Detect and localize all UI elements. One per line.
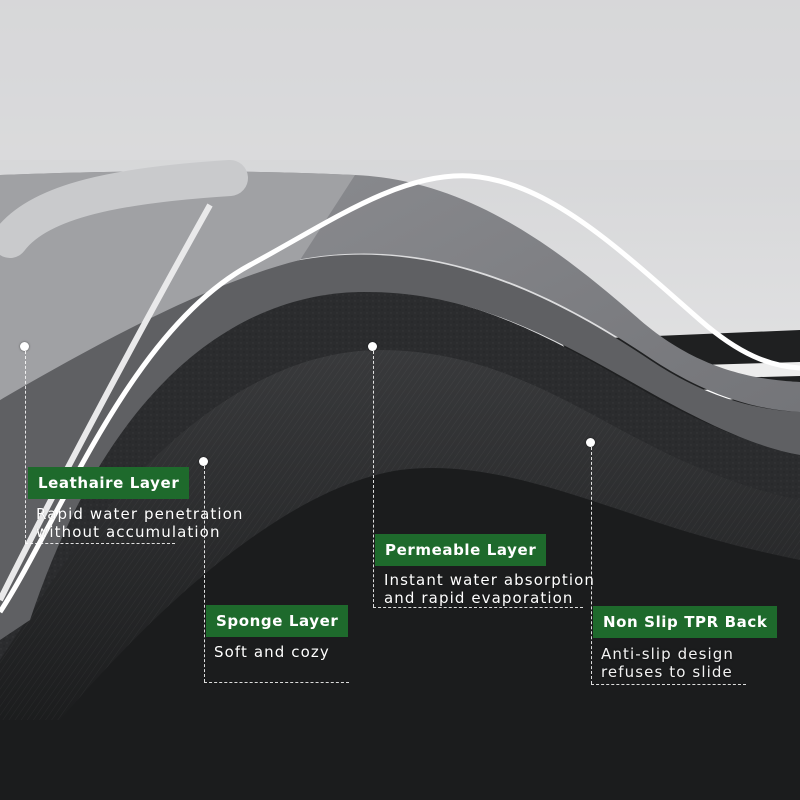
callout-dot-tpr <box>586 438 595 447</box>
callout-dot-permeable <box>368 342 377 351</box>
sponge-layer-desc: Soft and cozy <box>214 643 330 661</box>
sponge-desc-line-1: Soft and cozy <box>214 643 330 661</box>
leathaire-layer-desc: Rapid water penetration without accumula… <box>36 505 244 541</box>
callout-underline-permeable <box>373 607 583 608</box>
leathaire-desc-line-2: without accumulation <box>36 523 221 541</box>
permeable-layer-label: Permeable Layer <box>375 534 547 566</box>
tpr-back-desc: Anti-slip design refuses to slide <box>601 645 734 681</box>
leathaire-desc-line-1: Rapid water penetration <box>36 505 244 523</box>
callout-underline-leathaire <box>25 543 175 544</box>
permeable-desc-line-2: and rapid evaporation <box>384 589 574 607</box>
tpr-desc-line-1: Anti-slip design <box>601 645 735 663</box>
tpr-back-label: Non Slip TPR Back <box>593 606 778 638</box>
callout-dot-sponge <box>199 457 208 466</box>
callout-underline-tpr <box>591 684 746 685</box>
sponge-layer-label: Sponge Layer <box>206 605 349 637</box>
callout-line-sponge <box>204 466 205 682</box>
callout-line-tpr <box>591 447 592 684</box>
callout-line-permeable <box>373 351 374 607</box>
permeable-desc-line-1: Instant water absorption <box>384 571 596 589</box>
tpr-desc-line-2: refuses to slide <box>601 663 733 681</box>
permeable-layer-desc: Instant water absorption and rapid evapo… <box>384 571 595 607</box>
leathaire-layer-label: Leathaire Layer <box>28 467 190 499</box>
callout-dot-leathaire <box>20 342 29 351</box>
callout-line-leathaire <box>25 351 26 543</box>
callout-underline-sponge <box>204 682 349 683</box>
